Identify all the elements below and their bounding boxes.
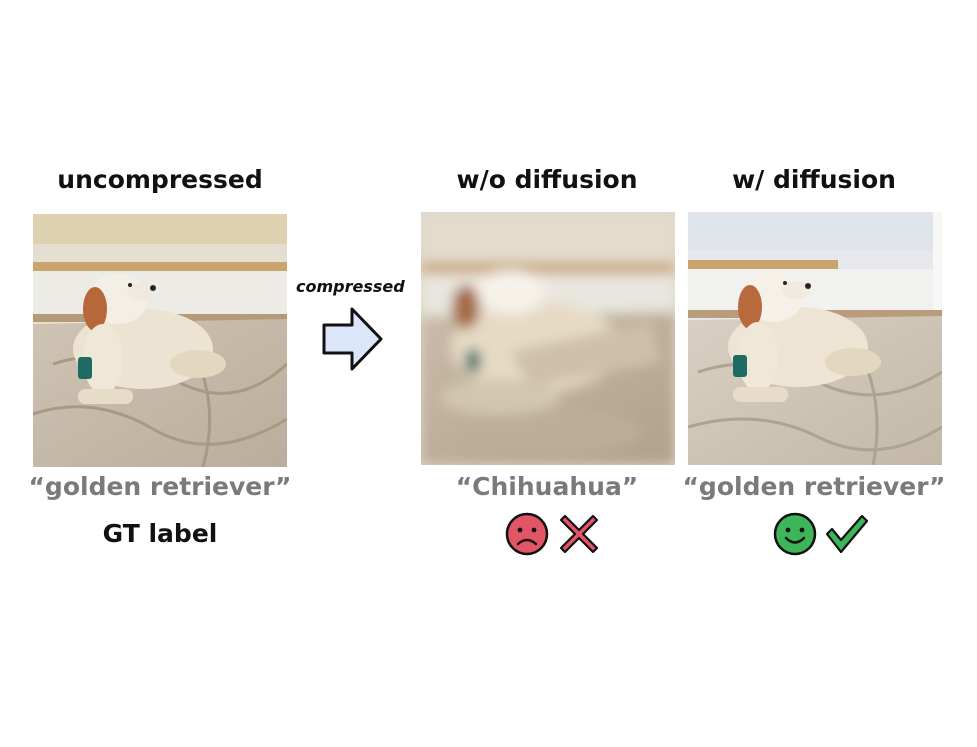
cross-icon bbox=[559, 514, 599, 554]
heading-uncompressed: uncompressed bbox=[57, 165, 263, 194]
heading-with-diffusion: w/ diffusion bbox=[732, 165, 896, 194]
caption-with-diffusion: “golden retriever” bbox=[682, 472, 946, 501]
photo-without-diffusion bbox=[421, 212, 675, 465]
photo-uncompressed bbox=[33, 214, 287, 467]
heading-without-diffusion: w/o diffusion bbox=[456, 165, 638, 194]
caption-uncompressed: “golden retriever” bbox=[28, 472, 292, 501]
right-arrow-icon bbox=[322, 307, 383, 371]
check-icon bbox=[825, 514, 869, 554]
caption-without-diffusion: “Chihuahua” bbox=[455, 472, 639, 501]
compressed-label: compressed bbox=[296, 277, 405, 296]
photo-with-diffusion bbox=[688, 212, 942, 465]
gt-label: GT label bbox=[102, 519, 218, 548]
sad-face-icon bbox=[505, 512, 549, 556]
happy-face-icon bbox=[773, 512, 817, 556]
